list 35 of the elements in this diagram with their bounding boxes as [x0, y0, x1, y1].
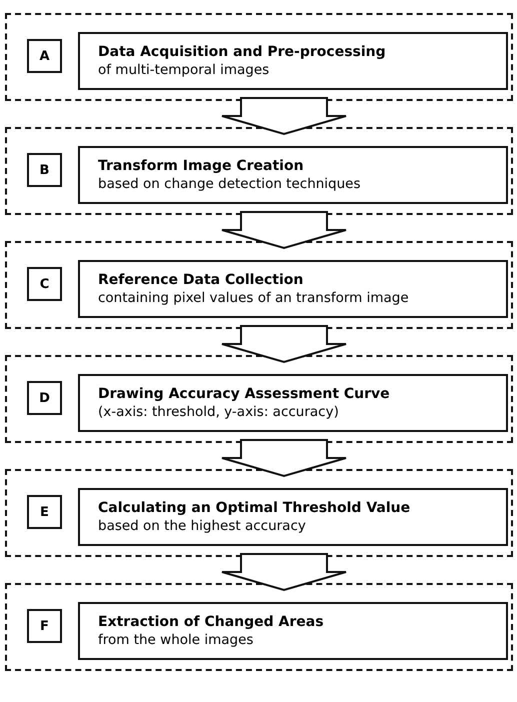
step-title: Drawing Accuracy Assessment Curve: [98, 385, 390, 403]
process-box: [78, 374, 508, 432]
step-title: Transform Image Creation: [98, 157, 304, 175]
dashed-group-box: [5, 469, 513, 557]
step-description: from the whole images: [98, 631, 254, 649]
block-arrow: [221, 553, 347, 592]
step-description: (x-axis: threshold, y-axis: accuracy): [98, 403, 339, 421]
step-letter: A: [27, 39, 62, 73]
step-title: Calculating an Optimal Threshold Value: [98, 499, 410, 517]
process-box: [78, 146, 508, 204]
dashed-group-box: [5, 127, 513, 215]
dashed-group-box: [5, 355, 513, 443]
dashed-group-box: [5, 583, 513, 671]
process-box: [78, 32, 508, 90]
step-title: Reference Data Collection: [98, 271, 304, 289]
process-box: [78, 488, 508, 546]
block-arrow: [221, 325, 347, 364]
step-title: Extraction of Changed Areas: [98, 613, 324, 631]
block-arrow: [221, 211, 347, 250]
step-letter: E: [27, 495, 62, 529]
step-letter: B: [27, 153, 62, 187]
step-description: based on change detection techniques: [98, 175, 361, 193]
step-description: based on the highest accuracy: [98, 517, 306, 535]
step-description: containing pixel values of an transform image: [98, 289, 409, 307]
block-arrow: [221, 97, 347, 136]
step-letter: F: [27, 609, 62, 643]
step-letter: C: [27, 267, 62, 301]
step-letter: D: [27, 381, 62, 415]
dashed-group-box: [5, 241, 513, 329]
process-box: [78, 602, 508, 660]
block-arrow: [221, 439, 347, 478]
step-title: Data Acquisition and Pre-processing: [98, 43, 386, 61]
step-description: of multi-temporal images: [98, 61, 270, 79]
process-box: [78, 260, 508, 318]
dashed-group-box: [5, 13, 513, 101]
